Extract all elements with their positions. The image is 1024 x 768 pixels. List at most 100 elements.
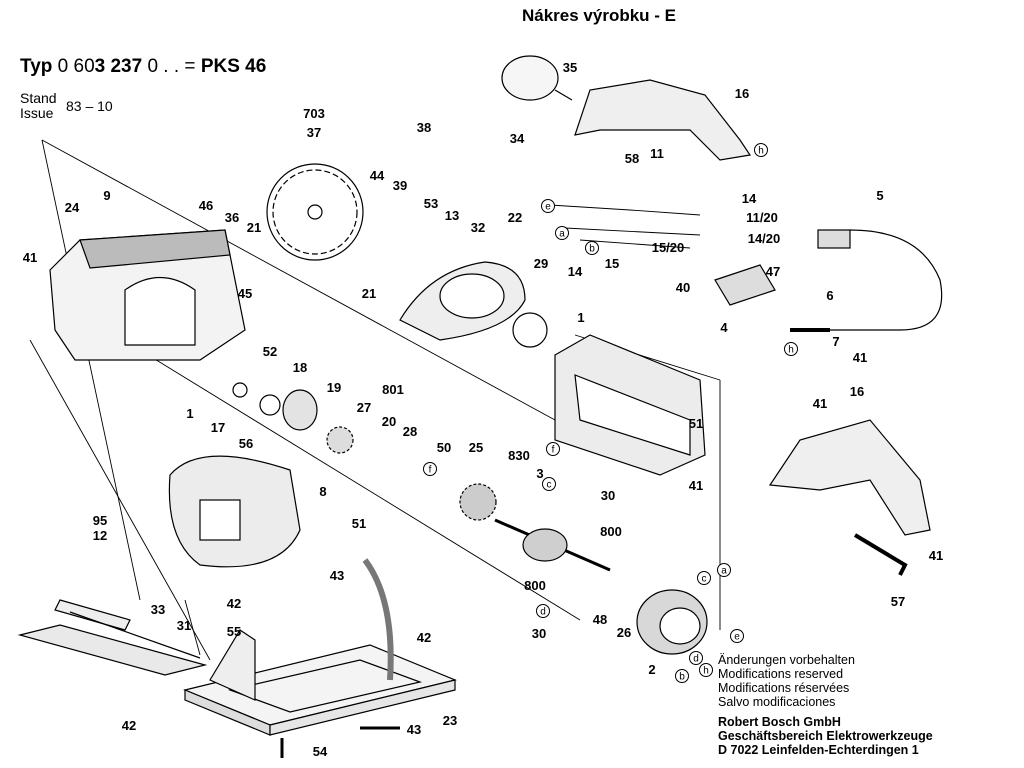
part-label-p22: 22: [508, 210, 522, 225]
part-label-p51b: 51: [352, 516, 366, 531]
issue-label: Issue: [20, 105, 54, 121]
internal-wiring: [549, 204, 701, 249]
part-label-p830: 830: [508, 448, 530, 463]
washer: [232, 382, 248, 398]
part-label-p27: 27: [357, 400, 371, 415]
part-label-p2: 2: [648, 662, 655, 677]
motor-housing: [554, 334, 706, 476]
svg-text:d: d: [693, 654, 699, 665]
part-label-p703: 703: [303, 106, 325, 121]
part-label-p11: 11: [650, 146, 664, 161]
gear-large: [459, 483, 497, 521]
part-label-p41c: 41: [689, 478, 703, 493]
part-label-p53: 53: [424, 196, 438, 211]
part-label-p54: 54: [313, 744, 328, 759]
motor-cover: [168, 455, 301, 568]
stator: [636, 589, 708, 655]
part-label-p58: 58: [625, 151, 639, 166]
reference-letter-r_e2: e: [730, 629, 744, 643]
reference-letter-r_h2: h: [784, 342, 798, 356]
part-label-p15: 15: [605, 256, 619, 271]
handle-top: [501, 55, 752, 161]
part-label-p32: 32: [471, 220, 485, 235]
part-label-p7: 7: [832, 334, 839, 349]
part-label-p3: 3: [536, 466, 543, 481]
part-label-p29: 29: [534, 256, 548, 271]
angle-scale: [209, 558, 394, 701]
manufacturer-address: D 7022 Leinfelden-Echterdingen 1: [718, 743, 919, 757]
base-plate: [183, 644, 457, 736]
part-label-p38: 38: [417, 120, 431, 135]
svg-text:b: b: [589, 244, 595, 255]
part-label-p8: 8: [319, 484, 326, 499]
part-label-p39: 39: [393, 178, 407, 193]
svg-text:b: b: [679, 672, 685, 683]
svg-text:c: c: [702, 574, 707, 585]
part-label-p35: 35: [563, 60, 577, 75]
issue-value: 83 – 10: [66, 98, 113, 114]
part-label-p42a: 42: [227, 596, 241, 611]
part-label-p14_20: 14/20: [748, 231, 781, 246]
stand-label: Stand: [20, 90, 57, 106]
part-label-p26: 26: [617, 625, 631, 640]
part-label-p50: 50: [437, 440, 451, 455]
blade-guard: [399, 261, 526, 341]
reference-letter-r_b1: b: [585, 241, 599, 255]
part-label-p801: 801: [382, 382, 404, 397]
handle-right: [768, 419, 931, 536]
reference-letter-r_e1: e: [541, 199, 555, 213]
part-label-p1a: 1: [577, 310, 584, 325]
svg-text:d: d: [540, 607, 546, 618]
part-label-p4: 4: [720, 320, 728, 335]
svg-text:h: h: [788, 345, 794, 356]
part-label-p55: 55: [227, 624, 241, 639]
manufacturer-division: Geschäftsbereich Elektrowerkzeuge: [718, 729, 933, 743]
svg-text:h: h: [758, 146, 764, 157]
part-label-p800b: 800: [524, 578, 546, 593]
part-label-p6: 6: [826, 288, 833, 303]
reference-letter-r_d1: d: [536, 604, 550, 618]
part-label-p52: 52: [263, 344, 277, 359]
svg-text:f: f: [429, 465, 432, 476]
switch: [714, 264, 776, 306]
type-number-b: 3 237: [94, 56, 143, 77]
manufacturer-name: Robert Bosch GmbH: [718, 715, 841, 729]
part-label-p17: 17: [211, 420, 225, 435]
svg-text:a: a: [721, 566, 727, 577]
type-designation: Typ 0 603 237 0 . . = PKS 46: [20, 56, 266, 78]
part-label-p25: 25: [469, 440, 483, 455]
part-label-p9: 9: [103, 188, 110, 203]
part-label-p47: 47: [766, 264, 780, 279]
part-label-p13: 13: [445, 208, 459, 223]
note-line-3: Modifications réservées: [718, 681, 850, 695]
part-label-p45: 45: [238, 286, 252, 301]
part-label-p800a: 800: [600, 524, 622, 539]
part-label-p16a: 16: [735, 86, 749, 101]
reference-letter-r_d2: d: [689, 651, 703, 665]
part-label-p41b: 41: [853, 350, 867, 365]
saw-blade: [266, 163, 364, 261]
reference-letter-r_c1: c: [542, 477, 556, 491]
bearing: [259, 394, 281, 416]
part-label-p43b: 43: [407, 722, 421, 737]
alignment-lines: [29, 139, 721, 661]
part-label-p36: 36: [225, 210, 239, 225]
part-label-p30b: 30: [532, 626, 546, 641]
svg-text:a: a: [559, 229, 565, 240]
svg-text:c: c: [547, 480, 552, 491]
part-label-p57: 57: [891, 594, 905, 609]
note-line-2: Modifications reserved: [718, 667, 844, 681]
part-label-p56: 56: [239, 436, 253, 451]
part-label-p51a: 51: [689, 416, 703, 431]
type-number-a: 0 60: [57, 56, 95, 77]
part-label-p46: 46: [199, 198, 213, 213]
type-prefix: Typ: [20, 56, 53, 77]
part-label-p48: 48: [593, 612, 607, 627]
part-label-p16b: 16: [850, 384, 864, 399]
part-label-p19: 19: [327, 380, 341, 395]
reference-letter-r_a1: a: [555, 226, 569, 240]
reference-letter-r_h1: h: [754, 143, 768, 157]
